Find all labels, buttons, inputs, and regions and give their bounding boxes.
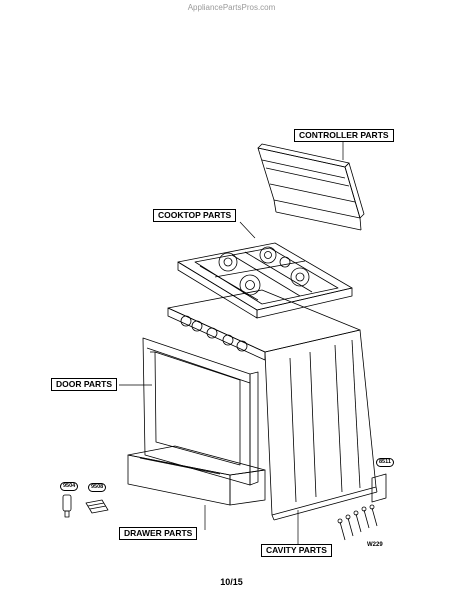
hardware-screws bbox=[337, 473, 387, 541]
part-tag-8511: 8511 bbox=[376, 458, 394, 467]
page-number: 10/15 bbox=[220, 577, 243, 587]
storage-drawer bbox=[127, 445, 266, 506]
site-watermark: AppliancePartsPros.com bbox=[187, 3, 276, 12]
drawer-parts-callout[interactable]: DRAWER PARTS bbox=[119, 527, 198, 540]
leader-lines bbox=[119, 142, 344, 544]
part-tag-9508: 9508 bbox=[88, 483, 107, 492]
cooktop bbox=[177, 242, 353, 319]
cavity-parts-callout[interactable]: CAVITY PARTS bbox=[261, 544, 332, 557]
part-tag-9504: 9504 bbox=[60, 482, 79, 491]
range-body bbox=[167, 289, 378, 521]
part-tag-w229: W229 bbox=[367, 542, 383, 548]
oven-door bbox=[142, 337, 259, 486]
accessory-parts bbox=[62, 494, 109, 518]
controller-panel bbox=[257, 143, 365, 231]
door-parts-callout[interactable]: DOOR PARTS bbox=[51, 378, 118, 391]
cooktop-parts-callout[interactable]: COOKTOP PARTS bbox=[153, 209, 237, 222]
controller-parts-callout[interactable]: CONTROLLER PARTS bbox=[294, 129, 394, 142]
